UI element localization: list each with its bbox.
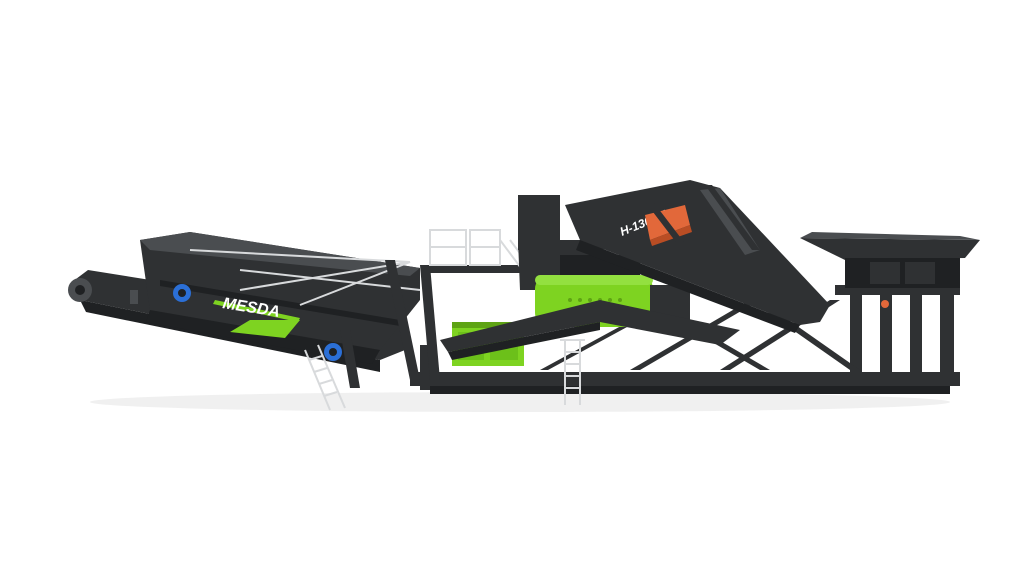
access-ladder-center (560, 339, 585, 405)
ground-shadow (90, 392, 950, 412)
vibrating-screen: MESDA (140, 232, 421, 364)
green-accent-stripe (230, 320, 300, 338)
transfer-conveyor (440, 300, 740, 360)
access-ladder-left (304, 344, 346, 411)
feed-conveyor: H-1300M (565, 180, 830, 333)
screen-support-legs (340, 260, 440, 388)
feed-hopper (800, 232, 980, 308)
